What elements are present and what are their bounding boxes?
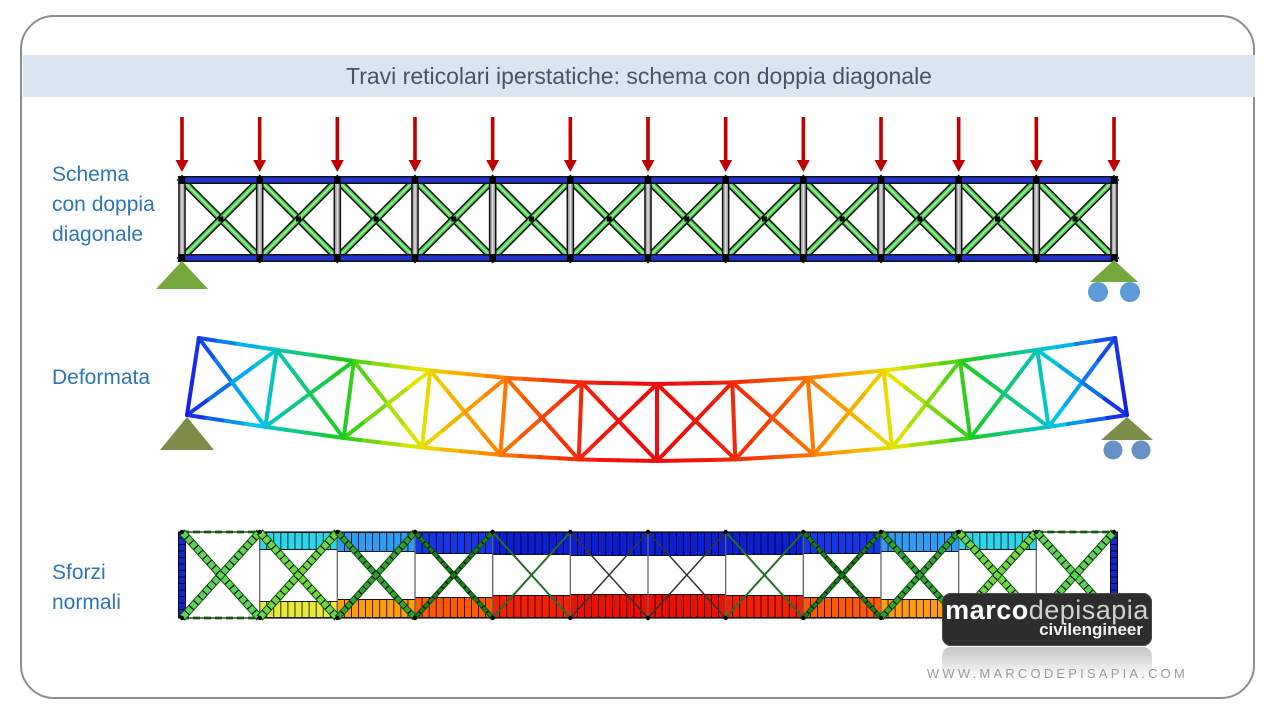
logo-subtitle: civilengineer (1039, 620, 1143, 639)
support-pin-left (156, 261, 208, 289)
support-roller-right (1088, 260, 1140, 302)
logo-name: marcodepisapia (945, 595, 1149, 625)
truss-schema (176, 174, 1120, 264)
label-schema: Schema con doppia diagonale (52, 160, 155, 250)
label-sforzi-line1: Sforzi (52, 561, 106, 584)
website-url: WWW.MARCODEPISAPIA.COM (926, 666, 1188, 681)
title-band (23, 55, 1255, 97)
label-schema-line2: con doppia (52, 193, 155, 216)
label-sforzi: Sforzi normali (52, 558, 121, 618)
label-deformata: Deformata (52, 366, 151, 389)
label-schema-line1: Schema (52, 163, 130, 186)
label-sforzi-line2: normali (52, 591, 121, 614)
load-arrows (175, 117, 1121, 172)
support-roller-right-deformata (1101, 417, 1153, 460)
slide-title: Travi reticolari iperstatiche: schema co… (346, 63, 932, 89)
truss-deformata (185, 336, 1129, 463)
support-pin-left-deformata (160, 417, 214, 450)
truss-axial-forces (178, 529, 1118, 621)
label-schema-line3: diagonale (52, 223, 144, 246)
logo-marcodepisapia: marcodepisapia civilengineer (942, 593, 1152, 646)
slide-border (20, 15, 1255, 699)
